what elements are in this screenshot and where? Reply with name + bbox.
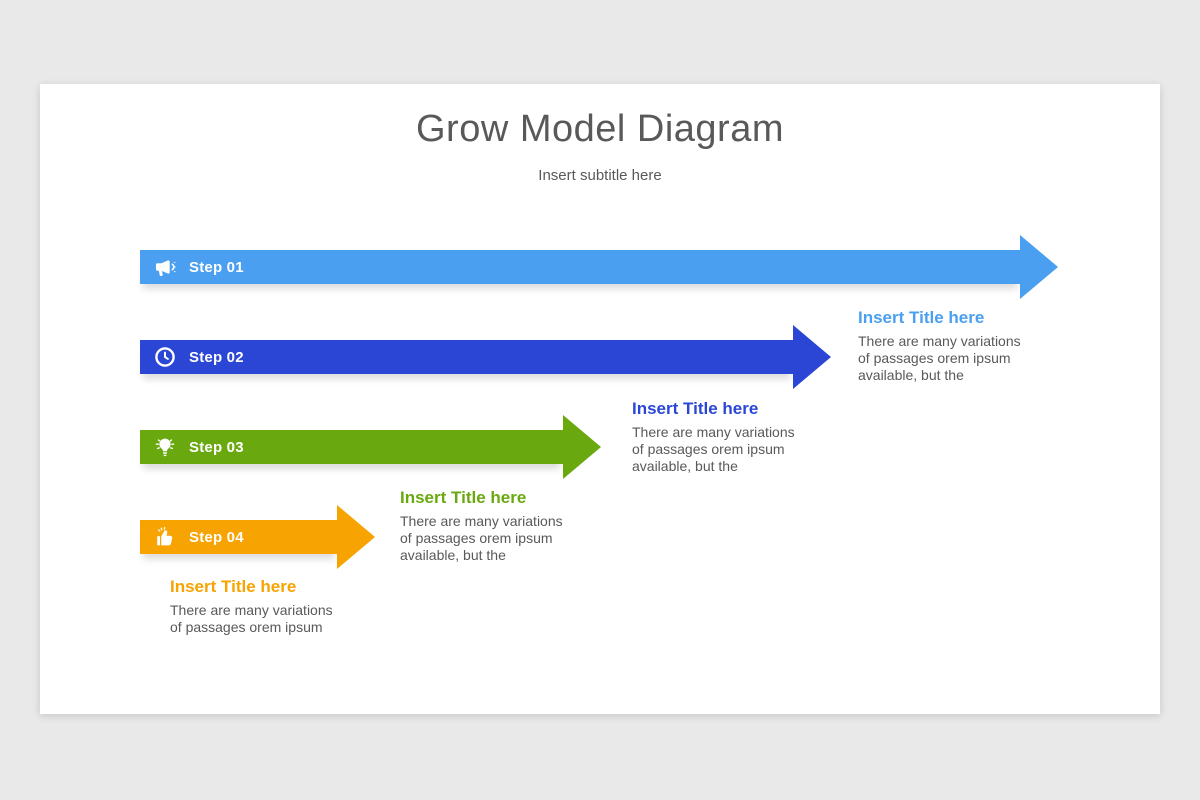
step-04-arrow-head [337,505,375,569]
lightbulb-icon [155,438,175,457]
step-02-text-block: Insert Title here There are many variati… [632,399,832,475]
step-01-arrow-head [1020,235,1058,299]
page-subtitle: Insert subtitle here [538,167,662,184]
page-title: Grow Model Diagram [416,108,784,150]
megaphone-icon [156,260,176,276]
block-title: Insert Title here [858,308,985,327]
step-label: Step 04 [189,528,244,546]
step-01-arrow-bar: Step 01 [140,250,1020,284]
slide-card [40,84,1160,714]
step-04-arrow-bar: Step 04 [140,520,337,554]
block-body: There are many variations of passages or… [858,333,1021,384]
block-title: Insert Title here [170,577,297,596]
block-body: There are many variations of passages or… [170,602,333,636]
block-body: There are many variations of passages or… [400,513,563,564]
step-label: Step 02 [189,348,244,366]
step-03-arrow-bar: Step 03 [140,430,563,464]
block-title: Insert Title here [632,399,759,418]
block-body: There are many variations of passages or… [632,424,795,475]
step-03-arrow-head [563,415,601,479]
block-title: Insert Title here [400,488,527,507]
clock-icon [155,347,175,367]
step-03-text-block: Insert Title here There are many variati… [400,488,600,564]
step-04-text-block: Insert Title here There are many variati… [170,577,370,636]
step-02-arrow-head [793,325,831,389]
step-02-arrow-bar: Step 02 [140,340,793,374]
thumbs-up-icon [157,526,173,546]
step-label: Step 01 [189,258,244,276]
step-label: Step 03 [189,438,244,456]
step-01-text-block: Insert Title here There are many variati… [858,308,1058,384]
